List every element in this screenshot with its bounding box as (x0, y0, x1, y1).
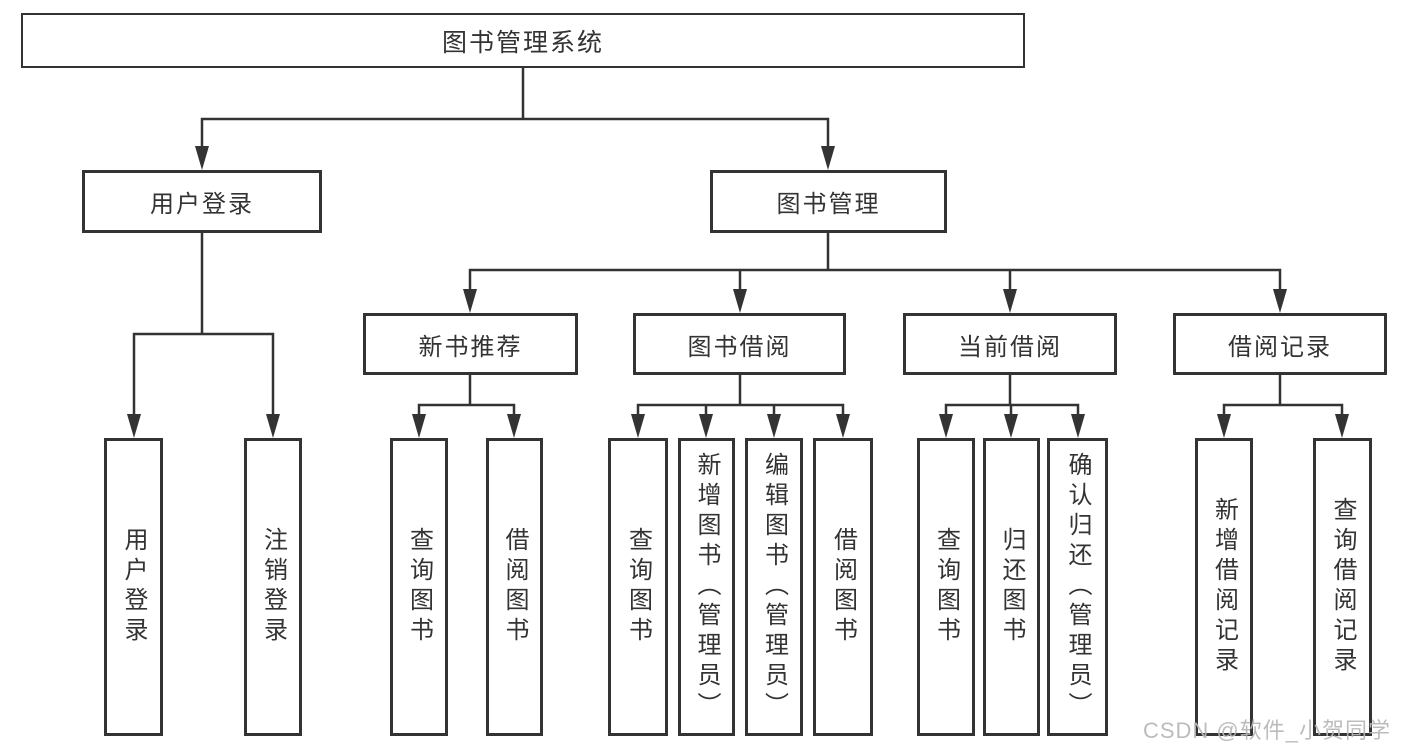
csdn-watermark: CSDN @软件_小贺同学 (1142, 718, 1391, 743)
node-current-borrow: 当前借阅 (903, 313, 1117, 375)
node-book-borrow: 图书借阅 (633, 313, 846, 375)
leaf-query-borrow-record: 查询借阅记录 (1313, 438, 1372, 736)
leaf-recommend-query-books: 查询图书 (390, 438, 448, 736)
leaf-user-login: 用户登录 (104, 438, 163, 736)
leaf-current-query-books: 查询图书 (917, 438, 975, 736)
node-library-management-system: 图书管理系统 (21, 13, 1025, 68)
leaf-edit-books-admin: 编辑图书（管理员） (745, 438, 803, 736)
leaf-confirm-return-admin: 确认归还（管理员） (1047, 438, 1108, 736)
leaf-borrow-books: 借阅图书 (813, 438, 873, 736)
node-book-management: 图书管理 (710, 170, 947, 233)
node-new-book-recommend: 新书推荐 (363, 313, 578, 375)
leaf-logout: 注销登录 (244, 438, 302, 736)
leaf-recommend-borrow-books: 借阅图书 (486, 438, 543, 736)
leaf-add-borrow-record: 新增借阅记录 (1195, 438, 1253, 736)
node-user-login: 用户登录 (82, 170, 322, 233)
node-borrow-records: 借阅记录 (1173, 313, 1387, 375)
leaf-borrow-query-books: 查询图书 (608, 438, 668, 736)
leaf-return-books: 归还图书 (983, 438, 1040, 736)
leaf-add-books-admin: 新增图书（管理员） (678, 438, 735, 736)
